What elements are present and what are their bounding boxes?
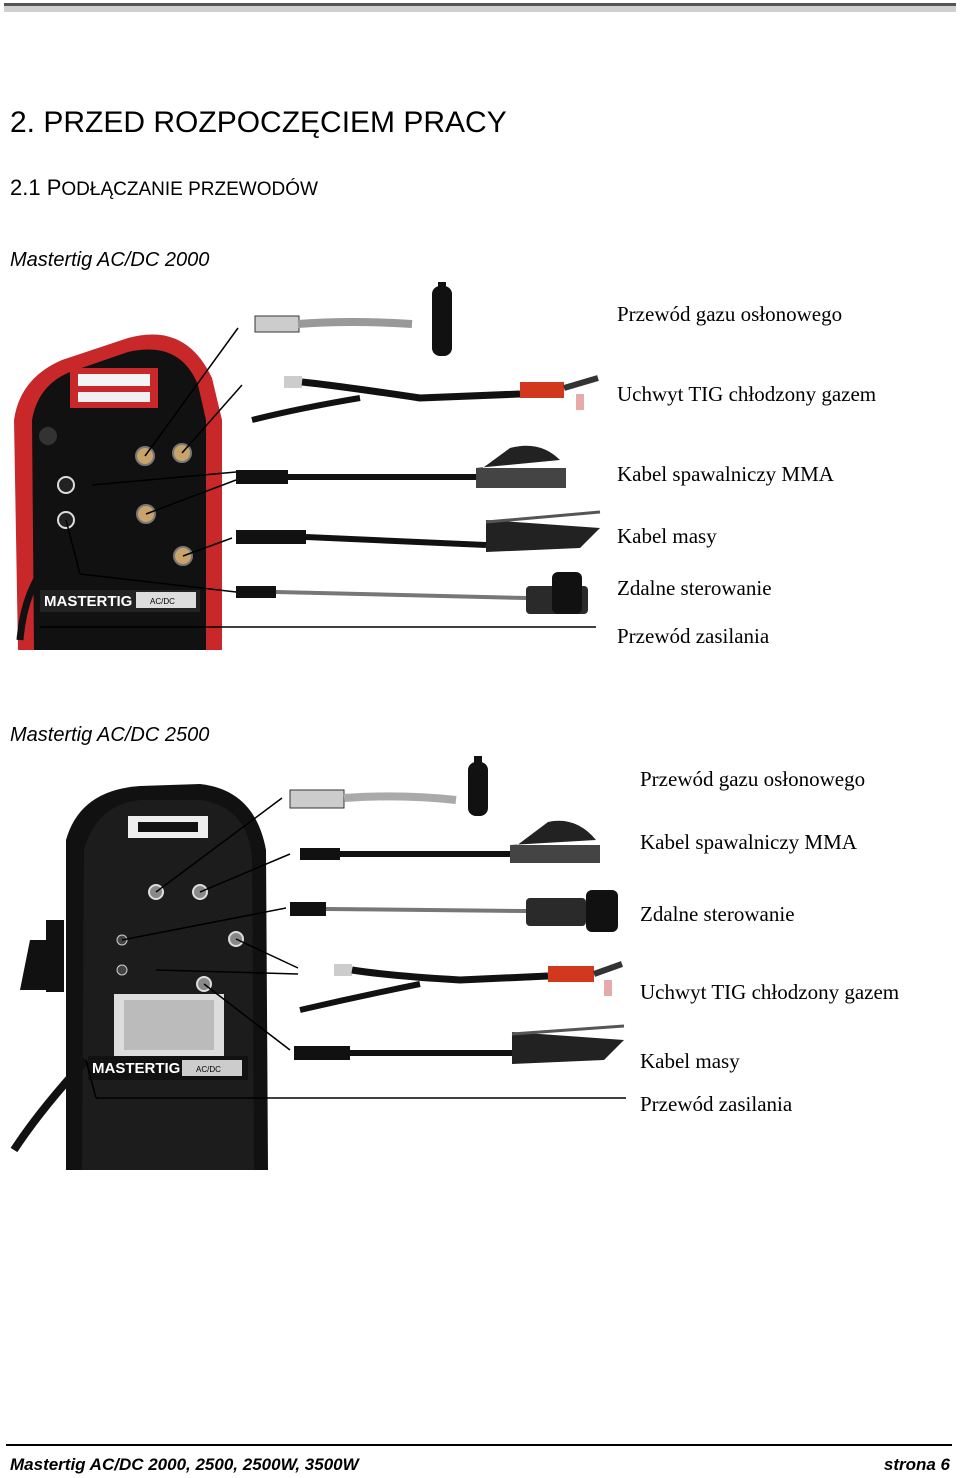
- label-2500-earth-cable: Kabel masy: [640, 1049, 740, 1073]
- label-2500-tig-torch: Uchwyt TIG chłodzony gazem: [640, 980, 900, 1004]
- header-rule: [4, 3, 956, 12]
- label-2000-gas-hose: Przewód gazu osłonowego: [617, 302, 843, 326]
- machine-2500-brand: MASTERTIG: [92, 1060, 180, 1077]
- label-2000-tig-torch: Uchwyt TIG chłodzony gazem: [617, 382, 877, 406]
- label-2000-mains-cable: Przewód zasilania: [617, 624, 770, 648]
- model-title-2500: Mastertig AC/DC 2500: [10, 724, 210, 746]
- section-heading: 2. PRZED ROZPOCZĘCIEM PRACY: [10, 106, 507, 139]
- label-2500-mains-cable: Przewód zasilania: [640, 1092, 793, 1116]
- machine-2000-badge: AC/DC: [150, 597, 175, 606]
- label-2500-remote: Zdalne sterowanie: [640, 902, 795, 926]
- label-2000-remote: Zdalne sterowanie: [617, 576, 772, 600]
- machine-2500-badge: AC/DC: [196, 1065, 221, 1074]
- label-2500-gas-hose: Przewód gazu osłonowego: [640, 767, 866, 791]
- machine-2000-diagram: MASTERTIG AC/DC: [14, 282, 601, 650]
- label-2000-mma-cable: Kabel spawalniczy MMA: [617, 462, 834, 486]
- page-number: strona 6: [883, 1455, 950, 1474]
- subsection-heading: 2.1 PODŁĄCZANIE PRZEWODÓW: [10, 175, 318, 200]
- model-title-2000: Mastertig AC/DC 2000: [10, 249, 210, 271]
- footer-rule: [6, 1444, 952, 1446]
- machine-2500-diagram: MASTERTIG AC/DC: [10, 756, 626, 1170]
- label-2500-mma-cable: Kabel spawalniczy MMA: [640, 830, 857, 854]
- machine-2000-brand: MASTERTIG: [44, 593, 132, 610]
- footer-title: Mastertig AC/DC 2000, 2500, 2500W, 3500W: [10, 1455, 359, 1474]
- label-2000-earth-cable: Kabel masy: [617, 524, 717, 548]
